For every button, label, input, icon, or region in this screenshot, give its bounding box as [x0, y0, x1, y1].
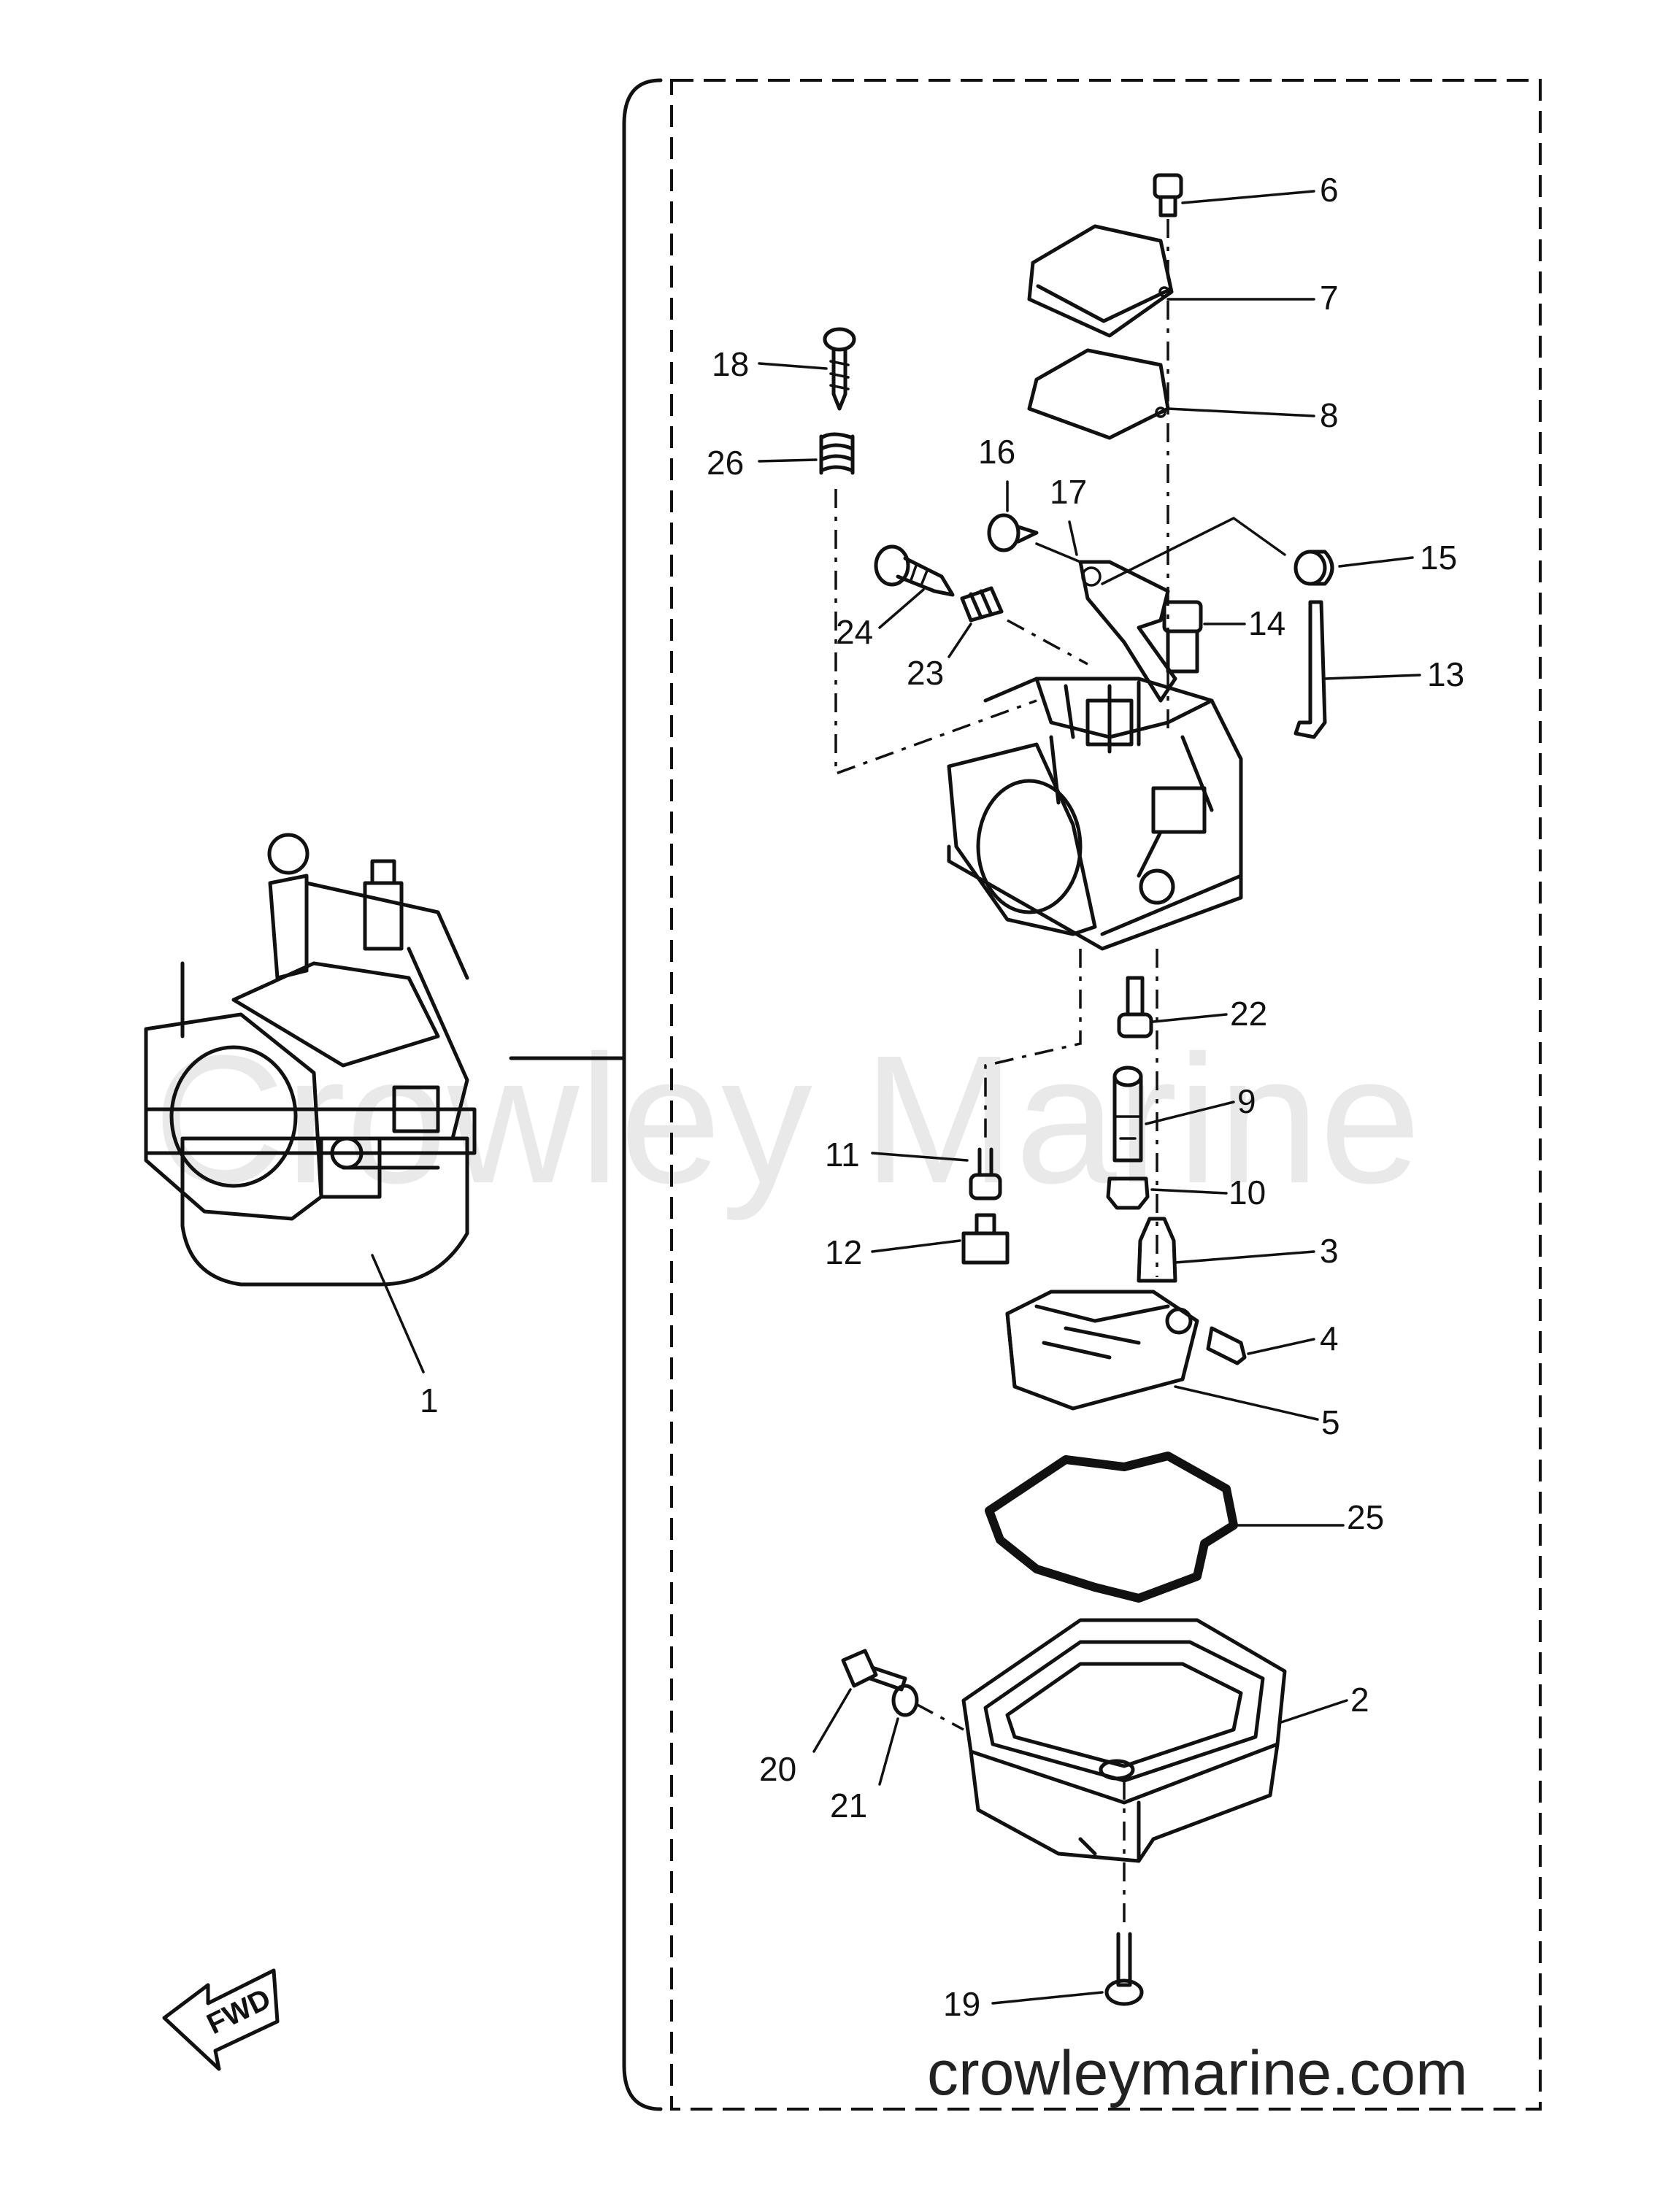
- part-3-needle-valve: [1137, 1217, 1177, 1283]
- leader-1: [371, 1254, 425, 1373]
- callout-25: 25: [1347, 1498, 1384, 1536]
- part-5-float: [1005, 1290, 1199, 1411]
- callout-4: 4: [1320, 1319, 1339, 1357]
- part-20-bolt: [841, 1649, 907, 1692]
- part-2-float-chamber: [961, 1618, 1287, 1863]
- callout-15: 15: [1420, 539, 1457, 577]
- part-10-main-jet: [1106, 1176, 1150, 1210]
- part-17-lever: [1078, 560, 1177, 703]
- callout-6: 6: [1320, 171, 1339, 209]
- part-18-screw: [823, 327, 856, 411]
- callout-9: 9: [1237, 1082, 1256, 1120]
- carburetor-body: [947, 677, 1243, 951]
- part-21-washer: [891, 1684, 919, 1717]
- callout-20: 20: [759, 1750, 796, 1788]
- part-22-jet: [1117, 976, 1153, 1038]
- callout-8: 8: [1320, 396, 1339, 434]
- callout-1: 1: [420, 1381, 439, 1419]
- callout-3: 3: [1320, 1232, 1339, 1270]
- part-13-rod: [1293, 600, 1327, 739]
- callout-11: 11: [825, 1136, 860, 1174]
- watermark: Crowley Marine: [153, 1017, 1421, 1221]
- part-9-nozzle: [1112, 1065, 1143, 1163]
- footer-url: crowleymarine.com: [927, 2038, 1468, 2108]
- part-8-gasket: [1027, 348, 1170, 440]
- callout-17: 17: [1050, 473, 1087, 511]
- callout-10: 10: [1229, 1174, 1266, 1211]
- fwd-arrow-icon: FWD: [162, 1968, 280, 2071]
- callout-13: 13: [1427, 655, 1464, 693]
- part-11-pilot-jet: [969, 1147, 1002, 1201]
- part-24-screw: [874, 544, 955, 597]
- part-16-screw: [987, 513, 1039, 552]
- exploded-view-frame: [670, 79, 1542, 2111]
- part-26-spring: [819, 432, 855, 475]
- callout-5: 5: [1321, 1403, 1340, 1441]
- part-12-plug: [961, 1213, 1010, 1265]
- callout-23: 23: [907, 654, 944, 692]
- part-15-bush: [1293, 550, 1334, 586]
- part-6-screw: [1153, 173, 1183, 217]
- assembled-carburetor: [144, 833, 477, 1287]
- part-4-pin: [1206, 1326, 1247, 1365]
- callout-16: 16: [978, 433, 1015, 471]
- part-7-cover: [1027, 224, 1174, 338]
- callout-18: 18: [712, 345, 749, 383]
- callout-14: 14: [1248, 604, 1285, 642]
- callout-21: 21: [830, 1787, 867, 1824]
- callout-19: 19: [943, 1985, 980, 2023]
- callout-2: 2: [1350, 1681, 1369, 1719]
- part-14-fuel-fitting: [1162, 600, 1203, 674]
- callout-24: 24: [836, 613, 873, 651]
- part-19-drain-screw: [1104, 1932, 1144, 2006]
- callout-12: 12: [825, 1233, 862, 1271]
- part-23-spring: [960, 586, 1004, 623]
- callout-7: 7: [1320, 279, 1339, 317]
- fwd-label: FWD: [202, 1983, 276, 2040]
- assembly-bracket: [509, 78, 663, 2111]
- callout-26: 26: [707, 444, 744, 482]
- callout-22: 22: [1230, 995, 1267, 1033]
- part-25-gasket: [985, 1452, 1238, 1603]
